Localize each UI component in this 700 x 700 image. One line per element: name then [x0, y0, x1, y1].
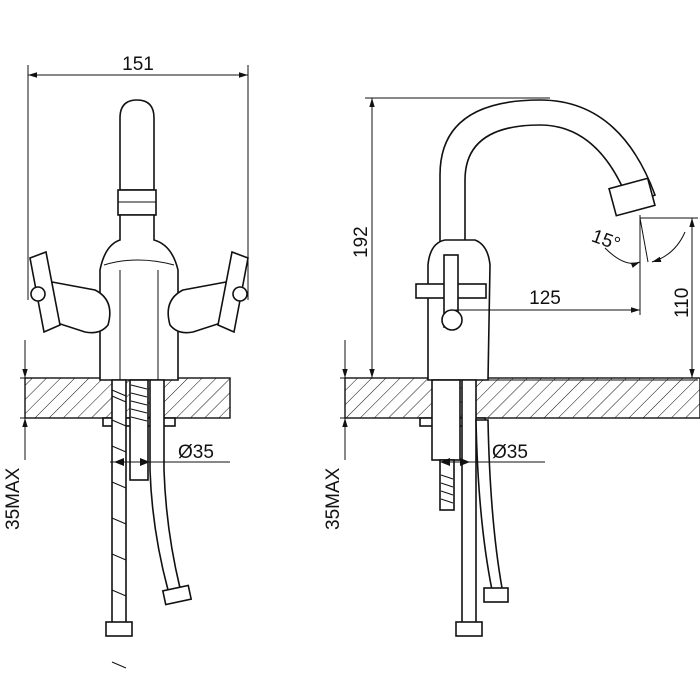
hose	[461, 379, 477, 626]
hose-nut-second	[483, 587, 509, 603]
threaded-stud	[129, 379, 149, 481]
width-label: 151	[122, 54, 154, 75]
aerator	[608, 177, 656, 217]
angle-label: 15°	[589, 226, 623, 256]
left-hose	[111, 379, 127, 626]
hose-nut	[455, 621, 483, 637]
countertop-section	[344, 377, 700, 419]
side-hole-diameter-label: Ø35	[492, 442, 528, 463]
right-handle-cylinder	[167, 281, 231, 334]
right-hose-nut	[161, 584, 193, 606]
front-view: 151 Ø35	[3, 54, 249, 669]
reach-label: 125	[529, 288, 561, 309]
front-hole-diameter-label: Ø35	[178, 442, 214, 463]
left-hose-nut	[105, 621, 133, 637]
front-max-thickness-label: 35MAX	[3, 467, 24, 530]
height-label: 192	[351, 226, 372, 258]
threaded-stud	[431, 379, 461, 461]
side-max-thickness-label: 35MAX	[323, 467, 344, 530]
spout-height-label: 110	[672, 288, 693, 318]
countertop-section	[24, 377, 231, 419]
gooseneck-spout	[439, 99, 657, 246]
faucet-body	[99, 214, 179, 381]
left-handle-cylinder	[47, 281, 111, 334]
spout	[119, 99, 155, 191]
side-view: 192 125 15° 110	[323, 97, 700, 637]
